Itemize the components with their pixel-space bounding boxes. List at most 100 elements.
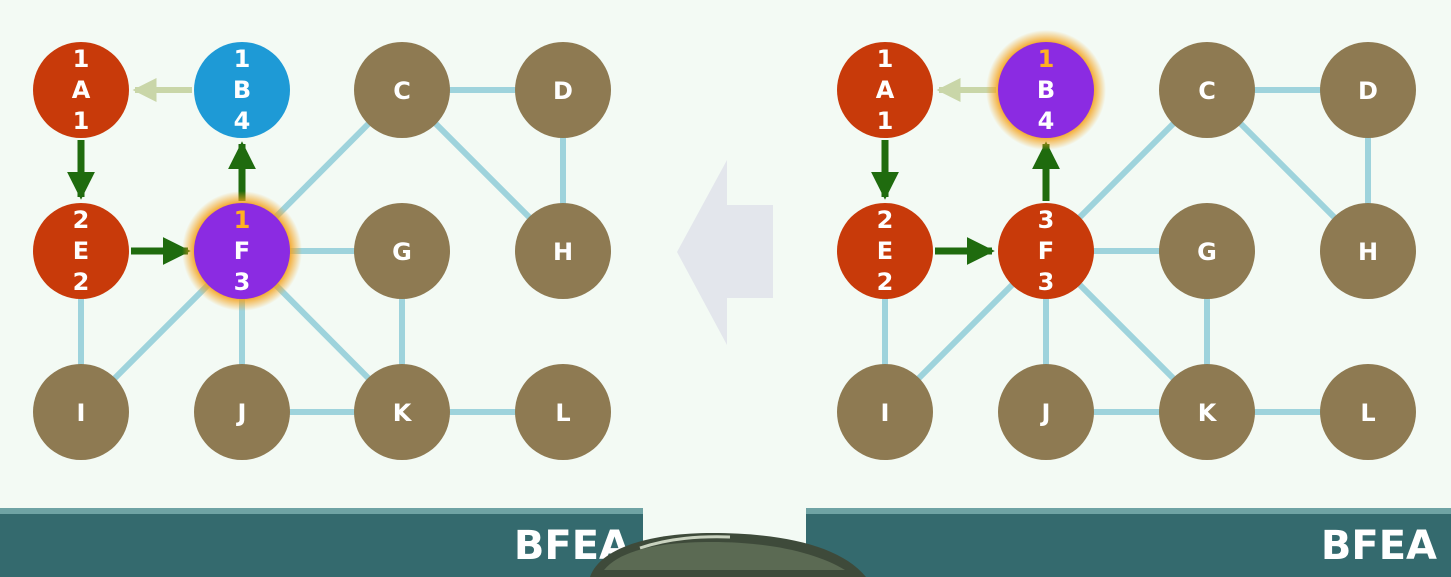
node-G-label: G <box>392 238 412 266</box>
node-G: G <box>354 203 450 299</box>
node-H-circle <box>1320 203 1416 299</box>
node-I-circle <box>33 364 129 460</box>
node-B-letter: B <box>233 76 251 104</box>
node-A-order: 1 <box>73 45 90 73</box>
node-H-label: H <box>553 238 573 266</box>
node-D-label: D <box>553 77 573 105</box>
node-D: D <box>515 42 611 138</box>
node-A-order: 1 <box>877 45 894 73</box>
node-K: K <box>354 364 450 460</box>
node-F-distance: 3 <box>234 268 251 296</box>
node-I-circle <box>837 364 933 460</box>
node-F: 1F 3 <box>182 191 302 311</box>
node-A-circle <box>837 42 933 138</box>
bottom-center-object <box>590 533 866 577</box>
node-A-distance: 1 <box>73 107 90 135</box>
node-A-circle <box>33 42 129 138</box>
node-K-circle <box>354 364 450 460</box>
node-H-circle <box>515 203 611 299</box>
node-J-circle <box>194 364 290 460</box>
node-B: 1B 4 <box>986 30 1106 150</box>
transition-arrow <box>677 160 773 345</box>
node-E-order: 2 <box>73 206 90 234</box>
node-A-distance: 1 <box>877 107 894 135</box>
node-C-circle <box>1159 42 1255 138</box>
node-A-letter: A <box>876 76 895 104</box>
node-F: 3F3 <box>998 203 1094 299</box>
node-E-order: 2 <box>877 206 894 234</box>
node-L-label: L <box>1360 399 1375 427</box>
node-L: L <box>515 364 611 460</box>
node-G-circle <box>1159 203 1255 299</box>
node-J-label: J <box>1040 399 1051 427</box>
node-C: C <box>354 42 450 138</box>
node-E: 2E2 <box>33 203 129 299</box>
node-B-letter: B <box>1037 76 1055 104</box>
node-H: H <box>515 203 611 299</box>
node-K-label: K <box>1198 399 1218 427</box>
tree-arrows-right <box>871 78 1060 265</box>
node-D-circle <box>515 42 611 138</box>
node-K: K <box>1159 364 1255 460</box>
node-J-label: J <box>236 399 247 427</box>
node-I: I <box>837 364 933 460</box>
node-E-distance: 2 <box>73 268 90 296</box>
node-L-label: L <box>555 399 570 427</box>
node-B-circle <box>998 42 1094 138</box>
node-F-letter: F <box>1038 237 1054 265</box>
node-D-circle <box>1320 42 1416 138</box>
label-bar-left: BFEA <box>0 508 643 577</box>
label-bar-right: BFEA <box>806 508 1451 577</box>
node-E-circle <box>837 203 933 299</box>
node-B: 1B 4 <box>194 42 290 138</box>
node-B-distance: 4 <box>234 107 251 135</box>
node-I: I <box>33 364 129 460</box>
node-C: C <box>1159 42 1255 138</box>
node-G: G <box>1159 203 1255 299</box>
node-E-circle <box>33 203 129 299</box>
node-D-label: D <box>1358 77 1378 105</box>
node-C-label: C <box>393 77 411 105</box>
node-F-order: 1 <box>234 206 251 234</box>
node-C-circle <box>354 42 450 138</box>
node-B-distance: 4 <box>1038 107 1055 135</box>
node-I-label: I <box>881 399 890 427</box>
node-B-order: 1 <box>1038 45 1055 73</box>
node-F-circle <box>194 203 290 299</box>
node-F-letter: F <box>234 237 250 265</box>
tree-arrows-left <box>67 78 256 265</box>
node-K-circle <box>1159 364 1255 460</box>
node-D: D <box>1320 42 1416 138</box>
node-G-label: G <box>1197 238 1217 266</box>
node-F-distance: 3 <box>1038 268 1055 296</box>
node-K-label: K <box>393 399 413 427</box>
node-F-order: 3 <box>1038 206 1055 234</box>
node-F-circle <box>998 203 1094 299</box>
node-H-label: H <box>1358 238 1378 266</box>
node-G-circle <box>354 203 450 299</box>
node-L-circle <box>515 364 611 460</box>
node-E: 2E2 <box>837 203 933 299</box>
node-A: 1A1 <box>837 42 933 138</box>
node-A: 1A1 <box>33 42 129 138</box>
node-L-circle <box>1320 364 1416 460</box>
node-J: J <box>998 364 1094 460</box>
node-A-letter: A <box>72 76 91 104</box>
node-B-order: 1 <box>234 45 251 73</box>
node-H: H <box>1320 203 1416 299</box>
label-bar-right-text: BFEA <box>1321 523 1437 569</box>
node-B-circle <box>194 42 290 138</box>
node-L: L <box>1320 364 1416 460</box>
node-J: J <box>194 364 290 460</box>
node-J-circle <box>998 364 1094 460</box>
node-E-distance: 2 <box>877 268 894 296</box>
node-I-label: I <box>77 399 86 427</box>
node-E-letter: E <box>73 237 89 265</box>
node-E-letter: E <box>877 237 893 265</box>
node-C-label: C <box>1198 77 1216 105</box>
